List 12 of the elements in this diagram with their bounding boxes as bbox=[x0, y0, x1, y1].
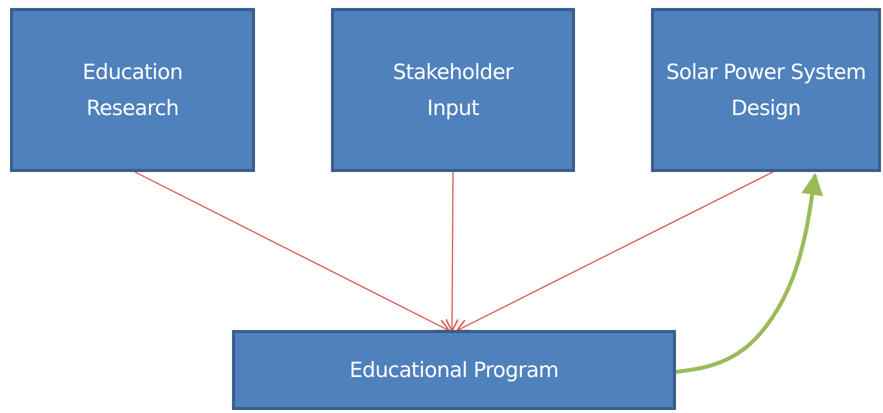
process-box bbox=[232, 330, 676, 410]
box-label: Education Research bbox=[81, 59, 184, 122]
arrow bbox=[676, 172, 824, 374]
process-box bbox=[10, 8, 255, 172]
box-label: Solar Power System Design bbox=[666, 59, 866, 122]
process-box bbox=[331, 8, 575, 172]
arrow bbox=[456, 171, 774, 332]
arrow bbox=[445, 172, 459, 332]
arrow bbox=[134, 171, 450, 332]
box-label: Stakeholder Input bbox=[392, 59, 514, 122]
box-label: Educational Program bbox=[349, 357, 559, 384]
process-box bbox=[651, 8, 881, 172]
